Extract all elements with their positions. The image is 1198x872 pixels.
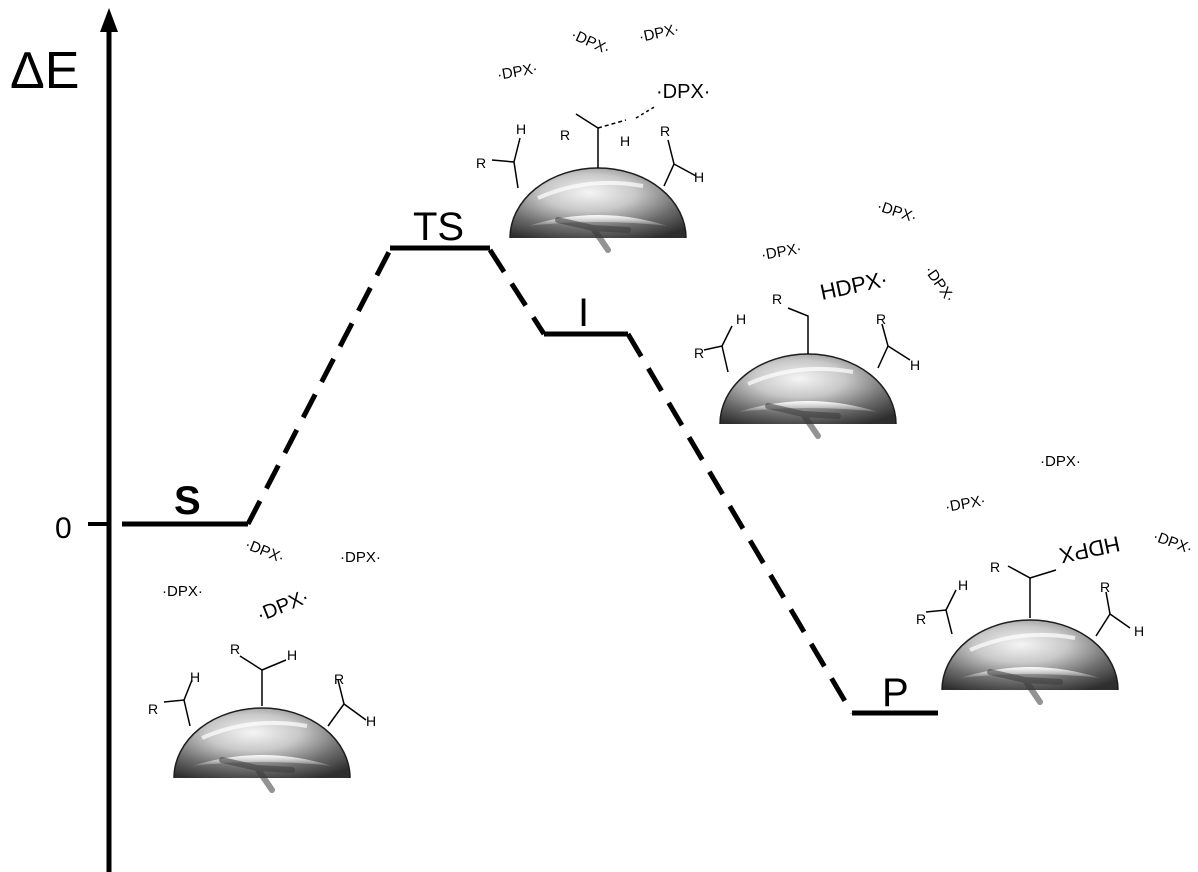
atom-r: R xyxy=(476,155,486,171)
surface-ts xyxy=(491,105,697,250)
radical-dpx: ·DPX· xyxy=(875,198,919,227)
y-axis-arrow-icon xyxy=(100,8,118,32)
atom-h: H xyxy=(736,311,746,327)
zero-tick-label: 0 xyxy=(55,512,72,545)
atom-h: H xyxy=(287,647,297,663)
path-ts-i xyxy=(487,248,547,336)
atom-h: H xyxy=(620,133,630,149)
hdpx-label: HDPX· xyxy=(818,266,890,305)
radical-dpx: ·DPX· xyxy=(243,536,287,567)
atom-r: R xyxy=(334,671,344,687)
path-s-ts xyxy=(245,248,393,526)
surface-p xyxy=(925,565,1131,702)
atom-h: H xyxy=(910,357,920,373)
atom-h: H xyxy=(516,121,526,137)
radical-dpx: ·DPX· xyxy=(1040,453,1081,470)
atom-h: H xyxy=(958,577,968,593)
surface-p-atoms: R R H R H xyxy=(916,559,1144,639)
y-axis-label: ΔE xyxy=(10,42,79,100)
radical-dpx: ·DPX· xyxy=(760,240,803,264)
radical-dpx: ·DPX· xyxy=(568,26,612,58)
atom-r: R xyxy=(230,641,240,657)
atom-r: R xyxy=(1100,579,1110,595)
state-label-i: I xyxy=(578,291,589,335)
radical-dpx: ·DPX· xyxy=(921,263,958,306)
state-label-p: P xyxy=(882,671,909,715)
atom-r: R xyxy=(148,701,158,717)
atom-h: H xyxy=(1134,623,1144,639)
surface-i xyxy=(703,307,911,436)
hdpx-flipped-label: HDPX xyxy=(1057,531,1122,568)
surface-s-atoms: R H R H R H xyxy=(148,641,376,729)
path-i-p xyxy=(625,332,855,715)
state-label-s: S xyxy=(174,479,201,523)
radical-dpx: ·DPX· xyxy=(340,549,381,566)
surface-s xyxy=(163,655,367,790)
surface-i-atoms: R R H R H xyxy=(694,291,920,373)
radical-dpx-large: ·DPX· xyxy=(254,586,313,627)
atom-r: R xyxy=(990,559,1000,575)
radical-dpx-large: ·DPX· xyxy=(656,81,710,103)
radical-dpx: ·DPX· xyxy=(637,21,680,46)
radical-dpx: ·DPX· xyxy=(1151,528,1195,558)
y-axis xyxy=(88,8,118,872)
state-label-ts: TS xyxy=(413,205,464,249)
radical-dpx: ·DPX· xyxy=(944,492,987,516)
radical-dpx: ·DPX· xyxy=(496,60,539,84)
atom-r: R xyxy=(876,311,886,327)
atom-r: R xyxy=(560,127,570,143)
energy-path xyxy=(122,245,938,716)
atom-r: R xyxy=(660,123,670,139)
atom-h: H xyxy=(366,713,376,729)
atom-r: R xyxy=(694,345,704,361)
atom-h: H xyxy=(190,669,200,685)
surface-ts-atoms: R H R H R H xyxy=(476,121,704,185)
atom-r: R xyxy=(772,291,782,307)
atom-h: H xyxy=(694,169,704,185)
radical-dpx: ·DPX· xyxy=(162,583,203,600)
atom-r: R xyxy=(916,611,926,627)
